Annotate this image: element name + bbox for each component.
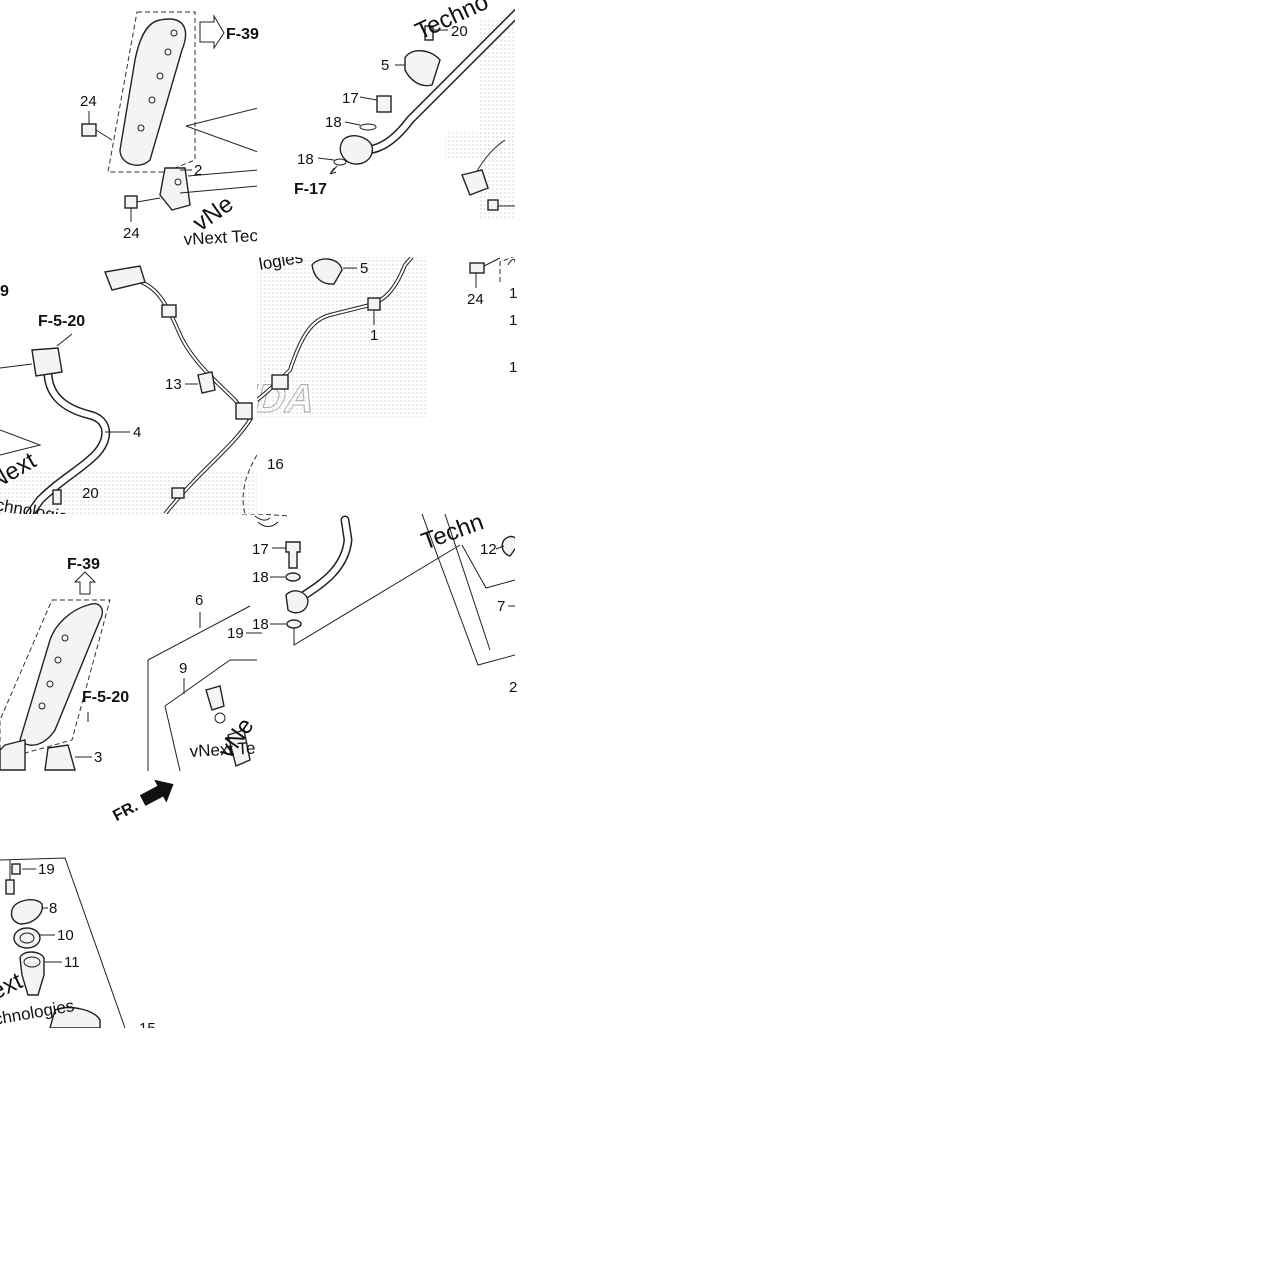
washer-18c xyxy=(285,572,301,582)
panel-top-left: vNext Tec vNe xyxy=(81,11,259,249)
callout: 4 xyxy=(133,424,141,441)
cover-8 xyxy=(10,899,43,925)
banjo-fitting xyxy=(285,590,309,614)
clamp-5 xyxy=(404,50,441,87)
panel-middle-center: HONDA logies xyxy=(162,257,427,421)
bolt-19b xyxy=(5,879,15,895)
bracket-outline xyxy=(107,11,196,173)
front-direction-indicator: FR. xyxy=(110,779,174,825)
callout: 24 xyxy=(123,225,140,242)
stay-outline xyxy=(0,599,111,761)
ref-arrow-f39 xyxy=(199,14,225,50)
callout: 1 xyxy=(509,359,517,376)
ref-label: F-39 xyxy=(67,556,100,573)
callout: 7 xyxy=(497,598,505,615)
callout: 16 xyxy=(267,456,284,473)
wm-honda: HONDA xyxy=(162,376,321,421)
callout: 1 xyxy=(509,285,517,302)
callout: 10 xyxy=(57,927,74,944)
ref-label: F-39 xyxy=(226,26,259,43)
bracket-2 xyxy=(159,167,191,211)
callout: 5 xyxy=(381,57,389,74)
callout: 18 xyxy=(297,151,314,168)
panel-middle-left: Next chnologies xyxy=(0,265,257,514)
callout: 13 xyxy=(165,376,182,393)
bracket-3 xyxy=(44,744,76,771)
washer-18b xyxy=(333,158,347,166)
callout: 18 xyxy=(252,616,269,633)
panel-lower-center xyxy=(242,514,461,646)
fitting-11 xyxy=(19,951,45,996)
callout: 19 xyxy=(227,625,244,642)
ref-arrow-up xyxy=(73,571,97,595)
callout: 2 xyxy=(194,162,202,179)
callout: 24 xyxy=(80,93,97,110)
clamp-5b xyxy=(311,258,343,285)
fitting-joint xyxy=(339,135,374,165)
gasket-10 xyxy=(13,927,41,949)
callout: 24 xyxy=(467,291,484,308)
callout: 1 xyxy=(509,312,517,329)
callout: 17 xyxy=(342,90,359,107)
bolt-17 xyxy=(376,95,392,113)
ref-label: F-5-20 xyxy=(82,689,129,706)
sensor xyxy=(461,169,489,196)
bolt-17b xyxy=(285,541,301,569)
callout: 17 xyxy=(252,541,269,558)
ref-label: F-17 xyxy=(294,181,327,198)
bolt-24c xyxy=(469,262,485,274)
bleeder-9a xyxy=(205,685,225,711)
washer-18a xyxy=(359,123,377,131)
bleeder-9b xyxy=(227,729,251,767)
front-label: FR. xyxy=(110,798,141,825)
callout: 8 xyxy=(49,900,57,917)
callout: 1 xyxy=(370,327,378,344)
stay-plate-b xyxy=(19,603,104,746)
bolt-19 xyxy=(11,863,21,875)
callout: 5 xyxy=(360,260,368,277)
washer-18d xyxy=(286,619,302,629)
panel-lower-left: vNext Te vNe xyxy=(0,571,257,771)
bolt-24b xyxy=(124,195,138,209)
callout: 20 xyxy=(451,23,468,40)
callout: 11 xyxy=(64,954,80,971)
panel-top-middle: Techno xyxy=(317,0,515,220)
stay-plate xyxy=(119,18,187,166)
callout: 18 xyxy=(325,114,342,131)
bolt-24a xyxy=(81,123,97,137)
callout: 9 xyxy=(179,660,187,677)
sensor-connector xyxy=(104,265,146,291)
bolt-20 xyxy=(424,25,434,41)
callout: 2 xyxy=(509,679,517,696)
callout: 12 xyxy=(480,541,497,558)
callout: 3 xyxy=(94,749,102,766)
callout: 18 xyxy=(252,569,269,586)
callout: 6 xyxy=(195,592,203,609)
panel-middle-right xyxy=(469,257,515,288)
ref-label: F-5-20 xyxy=(38,313,85,330)
ref-label: 9 xyxy=(0,283,9,300)
wm-vnext: vNext Tec xyxy=(183,226,259,249)
panel-lower-right: Techn xyxy=(418,508,515,666)
cap-12 xyxy=(501,535,515,557)
callout: 20 xyxy=(82,485,99,502)
wm-techn: Techn xyxy=(418,508,487,555)
callout: 19 xyxy=(38,861,55,878)
grommet-13 xyxy=(197,371,216,394)
joint-block xyxy=(31,347,63,377)
wm-vnext-b: vNext Te xyxy=(189,739,256,761)
